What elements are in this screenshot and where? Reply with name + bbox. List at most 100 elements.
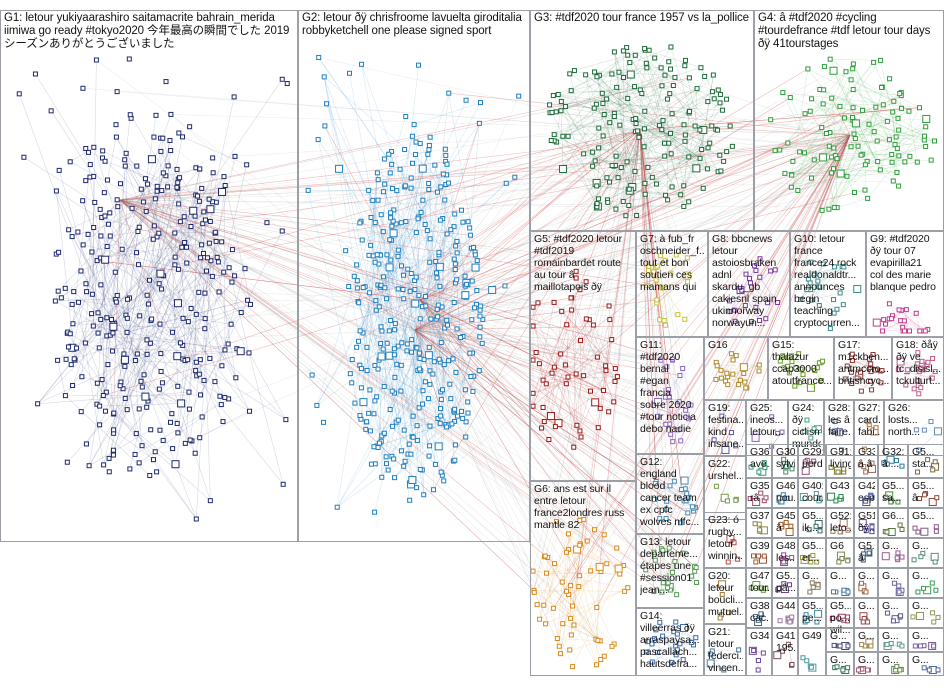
edge-g8: [741, 290, 760, 321]
group-label-g46: G46: nou...: [776, 480, 795, 504]
edge-g2: [368, 222, 464, 414]
edge-g4: [850, 79, 890, 140]
edge-g3: [560, 54, 628, 111]
group-label-g79: G...: [858, 654, 875, 666]
edge-g2: [356, 296, 467, 348]
edge-g2: [411, 93, 450, 437]
edge-g13: [645, 569, 697, 583]
group-frame-g1: G1: letour yukiyaarashiro saitamacrite b…: [0, 10, 298, 542]
edge-g3: [623, 77, 663, 130]
edge-g4: [853, 63, 896, 145]
edge-g1: [172, 271, 224, 333]
group-frame-g69: G...: [878, 568, 908, 598]
edge-g2: [323, 76, 453, 425]
edge-g1: [121, 249, 188, 360]
edge-g10: [806, 289, 820, 306]
edge-g3: [607, 147, 709, 201]
edge-g12: [666, 507, 694, 510]
edge-g5: [536, 352, 561, 355]
edge-g5: [542, 324, 594, 408]
edge-g12: [666, 496, 689, 502]
edge-g3: [606, 98, 727, 152]
edge-g3: [561, 101, 615, 114]
group-frame-g38: G38: cac...: [746, 598, 772, 628]
group-label-g28: G28: les â faire...: [828, 402, 851, 438]
edge-g1: [174, 232, 189, 322]
edge-g6: [568, 533, 580, 587]
edge-g4: [850, 79, 894, 102]
group-frame-g35: G35 râ: [746, 478, 772, 508]
edge-g3: [644, 48, 671, 134]
edge-g3: [606, 146, 733, 179]
group-frame-g5: G5: #tdf2020 letour #tdf2019 romainbarde…: [530, 231, 636, 481]
edge-g5: [532, 325, 567, 384]
edge-g2: [326, 103, 449, 361]
edge-g6: [547, 557, 571, 586]
group-frame-g42: G42: esp...: [854, 478, 878, 508]
edge-g2: [439, 233, 448, 267]
edge-g3: [549, 74, 666, 113]
edge-g2: [357, 177, 412, 302]
edge-g10: [811, 280, 819, 301]
edge-g5: [550, 311, 563, 417]
group-label-g27: G27: card... fabi...: [858, 402, 881, 438]
group-label-g25: G25: ineos... letour...: [750, 402, 784, 438]
edge-g1: [80, 232, 159, 272]
edge-g1: [180, 156, 236, 404]
edge-g1: [123, 140, 171, 354]
edge-g2: [454, 269, 466, 390]
edge-g2: [361, 306, 380, 388]
edge-g6: [572, 565, 624, 667]
edge-g2: [381, 189, 430, 478]
edge-g2: [414, 102, 481, 125]
edge-g4: [853, 89, 935, 142]
edge-g2: [456, 328, 462, 412]
edge-g4: [821, 127, 835, 208]
edge-g1: [104, 160, 210, 200]
group-label-g68: G...: [858, 570, 875, 582]
edge-g3: [614, 116, 657, 185]
edge-g1: [101, 217, 185, 243]
edge-g1: [182, 136, 247, 166]
edge-g2: [403, 275, 474, 392]
edge-g1: [178, 203, 230, 268]
edge-g3: [554, 134, 615, 167]
edge-g11: [660, 360, 667, 425]
edge-g6: [543, 552, 567, 606]
edge-g5: [532, 370, 607, 394]
edge-g6: [546, 572, 620, 575]
edge-g13: [667, 552, 684, 583]
group-label-g75: G...: [858, 630, 875, 642]
edge-g3: [562, 135, 616, 166]
edge-g3: [554, 88, 698, 135]
edge-g4: [792, 62, 874, 162]
edge-g1: [120, 183, 200, 375]
edge-g10: [817, 266, 835, 282]
group-frame-g18: G18: ðåÿ ðÿ ve tc_disisl... tckulturt...: [892, 337, 944, 400]
edge-g2: [440, 199, 446, 473]
edge-g4: [811, 177, 823, 211]
edge-g1: [149, 247, 183, 281]
edge-g1: [102, 150, 178, 188]
edge-g2: [398, 221, 407, 251]
group-label-g16: G16: [708, 339, 728, 351]
edge-g4: [873, 62, 899, 119]
group-frame-g19: G19: festina... kind insane...: [704, 400, 746, 456]
edge-g10: [814, 266, 843, 275]
edge-g3: [646, 67, 685, 207]
edge-g2: [380, 218, 443, 286]
group-frame-g57: G5... pâ...: [772, 568, 798, 598]
edge-g3: [556, 93, 642, 143]
edge-g1: [125, 114, 131, 154]
edge-g11: [657, 404, 692, 417]
edge-g1: [108, 177, 180, 459]
edge-g4: [791, 161, 918, 188]
group-label-g55: G5... ik...: [802, 510, 823, 534]
edge-g4: [826, 133, 898, 149]
edge-g9: [915, 313, 921, 332]
edge-g2: [383, 191, 476, 253]
group-frame-g54: G5... â: [908, 478, 944, 508]
edge-g2: [318, 57, 392, 165]
edge-g4: [865, 86, 883, 165]
edge-g1: [181, 172, 214, 248]
